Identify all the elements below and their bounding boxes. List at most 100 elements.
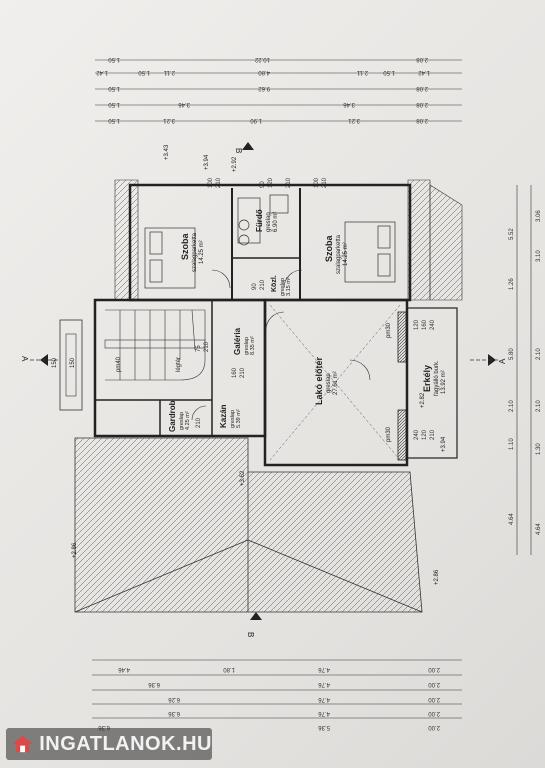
level-286-right: +2.86: [434, 569, 440, 585]
small-dim-14: 210: [430, 429, 436, 440]
dim-top-3-b: 9.62: [258, 85, 270, 91]
building-walls: [93, 183, 458, 467]
small-dim-2: 210: [216, 177, 222, 188]
room-gardrob-floor: greslap: [179, 412, 185, 430]
level-394-bottom: +3.94: [441, 436, 447, 452]
dim-bottom-2-c: 2.00: [428, 681, 440, 687]
dim-bottom-5-c: 2.00: [428, 724, 440, 730]
dim-right-2-c: 2.10: [536, 400, 542, 412]
room-erkely-name: Erkély: [422, 365, 432, 392]
room-erkely-area: 13.92 m²: [441, 370, 447, 394]
dim-bottom-2-a: 6.36: [148, 681, 160, 687]
dim-right-2-f: 3.06: [536, 210, 542, 222]
bottom-dimension-labels: 4.46 1.80 4.76 2.00 6.36 4.76 2.00 6.26 …: [98, 666, 440, 730]
dim-bottom-4-c: 2.00: [428, 710, 440, 716]
level-362: +3.62: [240, 470, 246, 486]
small-dim-12: 240: [414, 429, 420, 440]
dim-bottom-3-b: 4.76: [318, 696, 330, 702]
bottom-dimension-chains: [92, 659, 462, 719]
misc-labels: légtér pm40 pm30 pm30 +3.43 +3.94 +2.92 …: [52, 144, 447, 585]
small-dim-17: 120: [414, 319, 420, 330]
label-pm40: pm40: [116, 356, 122, 372]
room-kozl-floor: greslap: [280, 278, 286, 296]
room-erkely-floor: fagyálló burk.: [434, 360, 440, 396]
small-dim-15: 90: [252, 283, 258, 290]
small-dim-16: 210: [260, 279, 266, 290]
furniture: [144, 194, 396, 289]
room-galeria-name: Galéria: [233, 327, 242, 355]
dim-top-5-d: 3.21: [348, 117, 360, 123]
room-szoba-right-name: Szoba: [324, 235, 334, 262]
dim-right-1-e: 1.26: [509, 278, 515, 290]
small-dim-6: 100: [314, 177, 320, 188]
dim-top-5-c: 1.90: [250, 117, 262, 123]
watermark-text: INGATLANOK.HU: [39, 732, 212, 755]
dim-right-2-b: 1.30: [536, 443, 542, 455]
house-logo-icon: [12, 735, 33, 753]
room-kazan-floor: greslap: [230, 410, 236, 428]
room-furdo-name: Fürdő: [255, 209, 264, 232]
room-lako: Lakó előtér greslap 27.61 m²: [314, 356, 339, 405]
label-pm30-top: pm30: [386, 322, 392, 338]
small-dim-4: 120: [268, 177, 274, 188]
level-394-top: +3.94: [204, 154, 210, 170]
room-gardrob-name: Gardrob: [168, 400, 177, 432]
hall-void-lines: [269, 304, 401, 461]
room-gardrob: Gardrob greslap 4.25 m²: [168, 400, 191, 432]
dim-bottom-5-b: 5.36: [318, 724, 330, 730]
room-erkely: Erkély fagyálló burk. 13.92 m²: [422, 360, 447, 396]
section-label-a-left: A: [20, 356, 29, 362]
doors: [191, 269, 371, 421]
dim-right-2-e: 3.10: [536, 250, 542, 262]
small-dim-3: 90: [260, 181, 266, 188]
dim-top-4-b: 3.46: [178, 101, 190, 107]
dim-top-4-a: 1.50: [108, 101, 120, 107]
section-arrow-top-icon: [242, 142, 254, 150]
dim-right-1-d: 5.80: [509, 348, 515, 360]
room-furdo: Fürdő greslap 6.90 m²: [255, 209, 279, 232]
dim-top-1-a: 1.50: [108, 56, 120, 62]
small-dim-7: 210: [322, 177, 328, 188]
room-kazan-area: 5.39 m²: [236, 409, 242, 428]
dim-right-1-c: 2.10: [509, 400, 515, 412]
level-286-left: +2.86: [72, 542, 78, 558]
room-kozl-area: 3.15 m²: [286, 277, 292, 296]
dim-top-5-b: 3.21: [163, 117, 175, 123]
dim-bottom-4-a: 6.36: [168, 710, 180, 716]
ingatlanok-watermark: INGATLANOK.HU: [6, 728, 212, 760]
small-dim-10: 160: [232, 367, 238, 378]
dim-bottom-5-a: 6.36: [98, 724, 110, 730]
room-kazan-name: Kazán: [219, 404, 228, 428]
label-legter: légtér: [176, 357, 182, 372]
dim-top-2-e: 2.11: [356, 69, 368, 75]
dim-bottom-1-d: 2.00: [428, 666, 440, 672]
dim-bottom-3-a: 6.26: [168, 696, 180, 702]
room-galeria-floor: greslap: [244, 337, 250, 355]
section-label-b-bottom: B: [246, 632, 255, 637]
dim-bottom-1-b: 1.80: [223, 666, 235, 672]
small-dim-9: 210: [204, 341, 210, 352]
label-150-a: 150: [52, 357, 58, 368]
room-lako-name: Lakó előtér: [314, 356, 324, 405]
room-szoba-left-name: Szoba: [180, 233, 190, 260]
dim-top-1-b: 10.22: [254, 56, 270, 62]
dim-top-1-c: 2.08: [416, 56, 428, 62]
room-kozl: Közl. greslap 3.15 m²: [271, 275, 292, 296]
roof-areas: [59, 179, 463, 613]
small-dim-1: 100: [208, 177, 214, 188]
room-szoba-right-floor: szalagparketta: [336, 234, 342, 274]
room-szoba-left: Szoba szalagparketta 14.25 m²: [180, 232, 205, 272]
dim-top-2-a: 1.42: [96, 69, 108, 75]
opening-dimensions: 100 210 90 120 210 100 210 75 210 160 21…: [196, 177, 436, 440]
right-dimension-chains: [516, 185, 532, 555]
dim-top-2-c: 2.11: [163, 69, 175, 75]
room-labels: Szoba szalagparketta 14.25 m² Fürdő gres…: [168, 209, 447, 432]
label-150-b: 150: [70, 357, 76, 368]
staircase: [104, 309, 206, 381]
small-dim-20: 240: [430, 319, 436, 330]
section-label-a-right: A: [498, 358, 507, 364]
room-galeria-area: 8.35 m²: [250, 336, 256, 355]
dim-top-2-d: 4.80: [258, 69, 270, 75]
